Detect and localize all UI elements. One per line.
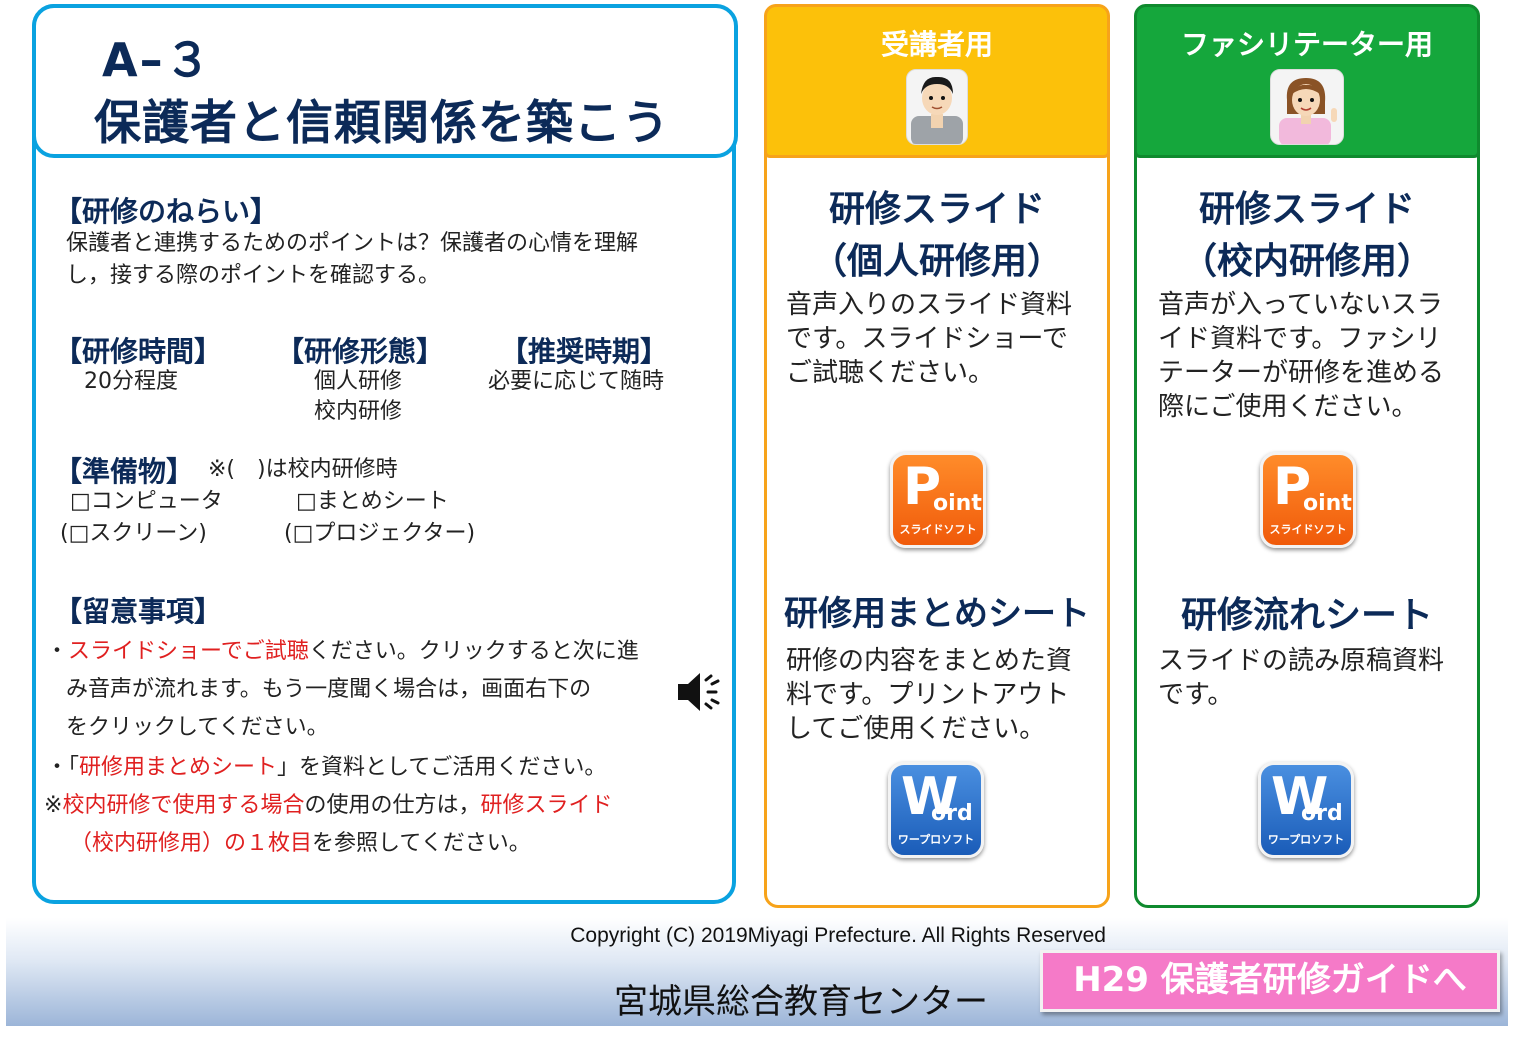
copyright-text: Copyright (C) 2019Miyagi Prefecture. All…	[570, 924, 1106, 947]
facilitator-sheet-title: 研修流れシート	[1180, 595, 1433, 636]
facilitator-slide-title-2: （校内研修用）	[1180, 241, 1433, 282]
learner-slide-desc-3: ご試聴ください。	[786, 358, 995, 388]
facilitator-powerpoint-icon[interactable]: P oint スライドソフト	[1260, 452, 1356, 548]
learner-word-icon[interactable]: W ord ワープロソフト	[888, 762, 984, 858]
material-summary-sheet: □まとめシート	[296, 489, 449, 514]
learner-sheet-title: 研修用まとめシート	[784, 594, 1090, 634]
form-heading: 【研修形態】	[276, 335, 445, 368]
notes-heading: 【留意事項】	[54, 595, 223, 628]
material-screen: (□スクリーン)	[60, 521, 207, 546]
note-2: ・「研修用まとめシート」を資料としてご活用ください。	[46, 755, 607, 780]
period-value: 必要に応じて随時	[488, 369, 665, 394]
form-value-1: 個人研修	[314, 369, 403, 394]
form-value-2: 校内研修	[314, 399, 403, 424]
materials-note: ※( )は校内研修時	[208, 457, 398, 482]
learner-sheet-desc-3: してご使用ください。	[786, 714, 1046, 744]
facilitator-sheet-desc-1: スライドの読み原稿資料	[1158, 646, 1445, 676]
module-code: A–３	[102, 33, 213, 87]
aim-heading: 【研修のねらい】	[54, 195, 279, 228]
learner-header-title: 受講者用	[880, 28, 993, 61]
facilitator-slide-desc-1: 音声が入っていないスラ	[1158, 290, 1443, 320]
learner-powerpoint-icon[interactable]: P oint スライドソフト	[890, 452, 986, 548]
facilitator-slide-desc-3: テーターが研修を進める	[1158, 358, 1445, 388]
aim-text-line2: し，接する際のポイントを確認する。	[66, 263, 441, 288]
learner-slide-title-2: （個人研修用）	[810, 241, 1063, 282]
material-projector: (□プロジェクター)	[284, 521, 476, 546]
facilitator-avatar-icon	[1270, 69, 1344, 145]
material-computer: □コンピュータ	[70, 489, 223, 514]
learner-slide-desc-1: 音声入りのスライド資料	[786, 290, 1073, 320]
learner-avatar-icon	[906, 69, 968, 145]
speaker-icon[interactable]	[674, 670, 724, 714]
note-1-line2: み音声が流れます。もう一度聞く場合は，画面右下の	[66, 677, 592, 702]
materials-heading: 【準備物】	[54, 455, 195, 488]
time-value: 20分程度	[84, 369, 178, 394]
page-title: 保護者と信頼関係を築こう	[94, 96, 670, 151]
note-1-line3: をクリックしてください。	[66, 715, 329, 740]
note-1-line1: ・スライドショーでご試聴ください。クリックすると次に進	[46, 639, 639, 664]
facilitator-header: ファシリテーター用	[1134, 4, 1480, 158]
organization-name: 宮城県総合教育センター	[614, 982, 988, 1022]
note-3-line2: （校内研修用）の１枚目を参照してください。	[70, 831, 531, 856]
facilitator-header-title: ファシリテーター用	[1180, 28, 1433, 61]
learner-header: 受講者用	[764, 4, 1110, 158]
aim-text-line1: 保護者と連携するためのポイントは？保護者の心情を理解	[66, 231, 639, 256]
learner-sheet-desc-1: 研修の内容をまとめた資	[786, 646, 1073, 676]
guide-link-button[interactable]: H29 保護者研修ガイドへ	[1040, 950, 1500, 1012]
learner-slide-title-1: 研修スライド	[828, 189, 1045, 230]
facilitator-word-icon[interactable]: W ord ワープロソフト	[1258, 762, 1354, 858]
title-box	[32, 4, 738, 158]
facilitator-slide-title-1: 研修スライド	[1198, 189, 1415, 230]
note-3-line1: ※校内研修で使用する場合の使用の仕方は，研修スライド	[44, 793, 613, 818]
period-heading: 【推奨時期】	[500, 335, 669, 368]
facilitator-sheet-desc-2: です。	[1158, 680, 1234, 710]
facilitator-slide-desc-2: イド資料です。ファシリ	[1158, 324, 1442, 354]
learner-sheet-desc-2: 料です。プリントアウト	[786, 680, 1070, 710]
time-heading: 【研修時間】	[54, 335, 223, 368]
learner-slide-desc-2: です。スライドショーで	[786, 324, 1068, 354]
facilitator-slide-desc-4: 際にご使用ください。	[1158, 392, 1418, 422]
